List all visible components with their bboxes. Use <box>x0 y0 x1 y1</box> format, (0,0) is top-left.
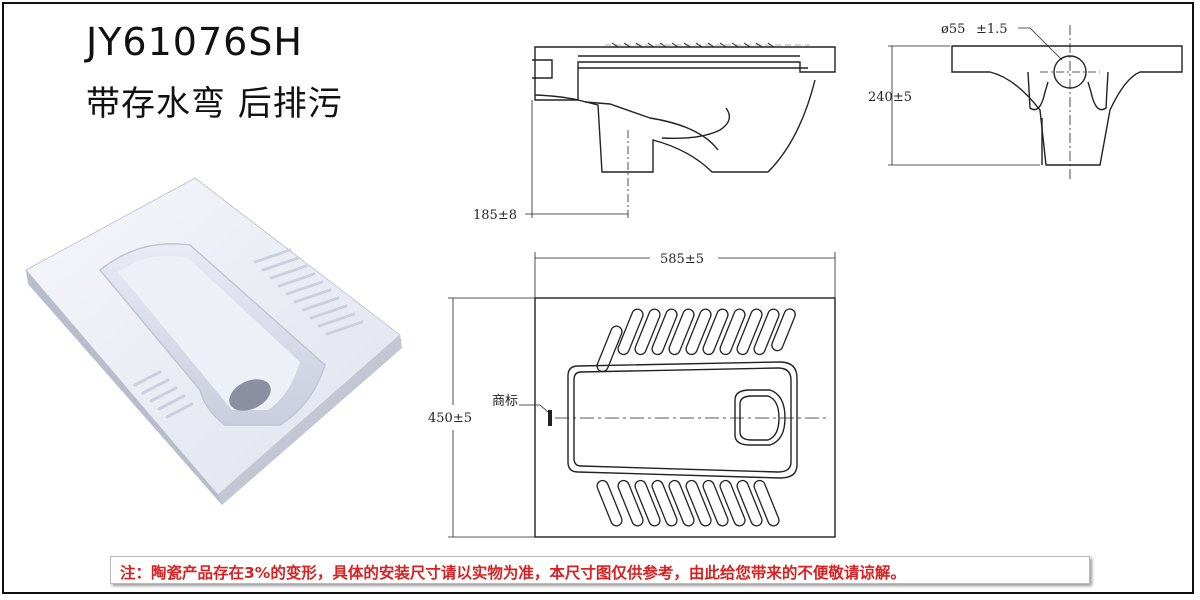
length-label: 585±5 <box>660 252 704 267</box>
dim-width <box>448 297 535 538</box>
side-view <box>532 44 836 173</box>
trademark-label: 商标 <box>492 394 518 409</box>
product-photo <box>25 177 402 505</box>
disclaimer-note: 注：陶瓷产品存在3%的变形，具体的安装尺寸请以实物为准，本尺寸图仅供参考，由此给… <box>120 564 906 582</box>
trademark-mark <box>548 410 552 426</box>
outlet-diameter-tol: ±1.5 <box>976 22 1008 37</box>
top-centerline <box>519 404 830 419</box>
rear-centerlines <box>888 25 1100 182</box>
side-ribs <box>611 42 775 48</box>
width-label: 450±5 <box>428 411 472 426</box>
dim-outlet-offset <box>525 100 629 218</box>
top-view <box>534 297 836 538</box>
product-subtitle: 带存水弯 后排污 <box>86 84 343 124</box>
height-label: 240±5 <box>868 90 912 105</box>
outlet-diameter-label: ø55 <box>941 22 965 37</box>
outlet-offset-label: 185±8 <box>473 208 517 223</box>
top-ribs <box>596 308 796 527</box>
note-box <box>110 556 1090 584</box>
dim-length <box>534 252 836 298</box>
rear-view <box>951 45 1183 166</box>
model-number: JY61076SH <box>86 20 303 64</box>
